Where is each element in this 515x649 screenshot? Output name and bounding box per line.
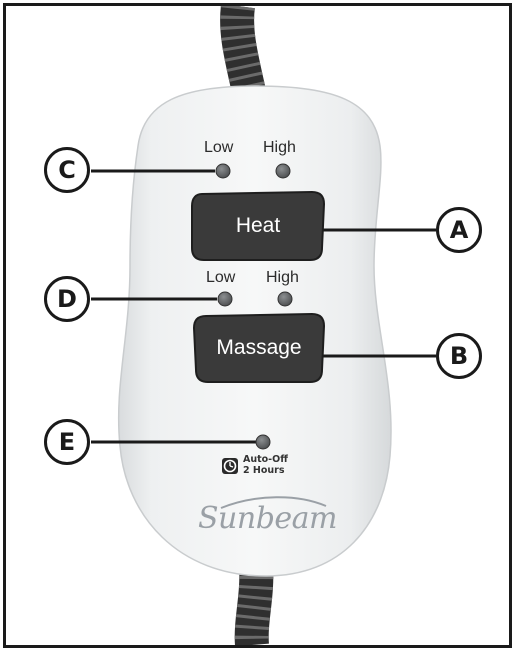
massage-low-indicator [217, 291, 233, 307]
heat-high-label: High [263, 139, 296, 156]
callout-c: C [44, 147, 90, 193]
controller-illustration [91, 6, 436, 645]
auto-off-line1: Auto-Off [243, 454, 288, 465]
leader-lines [91, 169, 436, 444]
callout-b: B [436, 333, 482, 379]
massage-high-label: High [266, 269, 299, 286]
heat-button[interactable]: Heat [235, 214, 281, 237]
brand-logo: Sunbeam [198, 501, 338, 536]
heat-low-label: Low [204, 139, 234, 156]
auto-off-indicator [255, 434, 271, 450]
logo-swoosh [220, 496, 327, 509]
auto-off-line2: 2 Hours [243, 465, 285, 476]
massage-high-indicator [277, 291, 293, 307]
massage-low-label: Low [206, 269, 236, 286]
massage-button[interactable]: Massage [216, 336, 302, 359]
heat-high-indicator [275, 163, 291, 179]
clock-icon [222, 458, 238, 474]
auto-off-label: Auto-Off 2 Hours [243, 454, 288, 476]
cord-bottom [234, 564, 274, 645]
callout-e: E [44, 419, 90, 465]
callout-d: D [44, 276, 90, 322]
diagram-frame: Low High Low High Heat Massage Auto-Off … [3, 3, 512, 648]
massage-button-shape [192, 312, 326, 383]
heat-low-indicator [215, 163, 231, 179]
heat-button-shape [191, 190, 326, 261]
callout-a: A [436, 207, 482, 253]
